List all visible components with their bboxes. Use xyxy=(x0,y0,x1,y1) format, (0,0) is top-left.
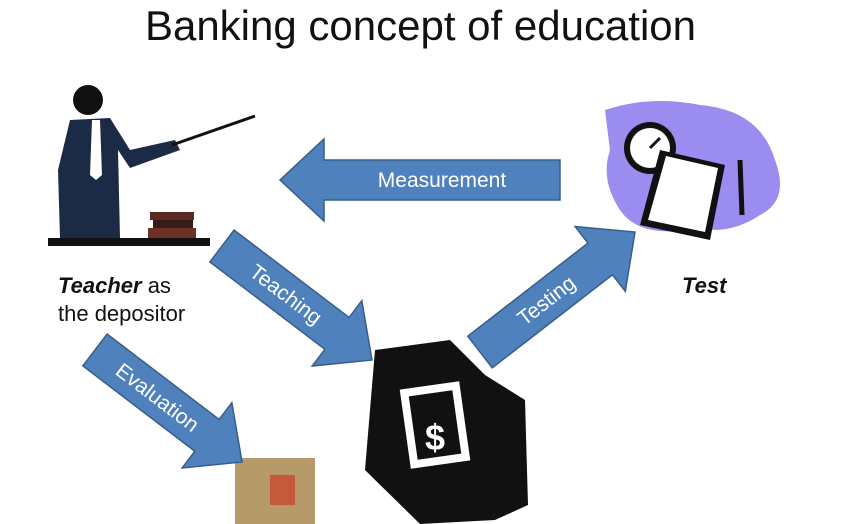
test-icon xyxy=(605,101,780,240)
teacher-label-line2: the depositor xyxy=(58,301,186,326)
teacher-label-rest: as xyxy=(141,273,171,298)
safe-icon: $ xyxy=(365,340,528,524)
svg-text:$: $ xyxy=(425,417,445,458)
arrow-measurement-label: Measurement xyxy=(378,169,507,192)
arrow-measurement-shape xyxy=(278,137,561,223)
arrow-testing-shape xyxy=(466,225,636,369)
arrow-teaching: Teaching xyxy=(208,229,373,367)
test-label: Test xyxy=(682,273,727,298)
teacher-icon xyxy=(48,85,256,246)
slide-title: Banking concept of education xyxy=(144,2,697,49)
arrow-testing: Testing xyxy=(466,225,636,369)
arrow-evaluation: Evaluation xyxy=(81,333,243,469)
arrow-teaching-shape xyxy=(208,229,373,367)
arrow-evaluation-shape xyxy=(81,333,243,469)
teacher-label-bold: Teacher xyxy=(58,273,142,298)
teacher-label: Teacher as the depositor xyxy=(58,272,185,328)
arrow-measurement: Measurement xyxy=(278,137,561,223)
